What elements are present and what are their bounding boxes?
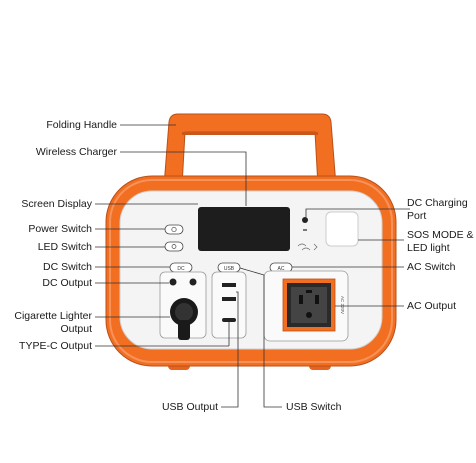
dc-output-port-2 — [189, 278, 197, 286]
usb-button-label: USB — [224, 266, 235, 272]
label-dc-switch: DC Switch — [42, 261, 92, 273]
leader-dc-charging-port — [305, 208, 410, 217]
label-usb-switch: USB Switch — [286, 401, 342, 413]
label-typec-output: TYPE-C Output — [19, 340, 92, 352]
bulb-icon — [171, 244, 177, 249]
dc-charging-port — [302, 217, 308, 223]
usb-a-port-1 — [222, 283, 236, 287]
cigarette-lighter-cap — [178, 320, 190, 340]
screen-display — [198, 207, 290, 251]
power-button[interactable] — [164, 224, 184, 235]
label-sos-mode: SOS MODE & LED light — [407, 229, 474, 254]
dc-output-port-1 — [169, 278, 177, 286]
usb-a-port-2 — [222, 297, 236, 301]
label-ac-output: AC Output — [407, 300, 457, 312]
label-dc-output: DC Output — [42, 277, 92, 289]
label-power-switch: Power Switch — [28, 223, 92, 235]
leader-wireless-charger — [120, 151, 247, 206]
folding-handle — [163, 113, 337, 187]
led-button[interactable] — [164, 241, 184, 252]
leader-lines — [95, 124, 410, 408]
label-folding-handle: Folding Handle — [46, 119, 117, 131]
label-usb-output: USB Output — [161, 401, 218, 413]
label-dc-charging-port: DC Charging Port — [407, 197, 468, 222]
ac-voltage-label: AC 220V — [340, 296, 345, 314]
dc-button-label: DC — [177, 266, 185, 272]
wave-icon — [297, 243, 311, 251]
sos-led-light — [325, 211, 359, 247]
label-screen-display: Screen Display — [21, 198, 92, 210]
leader-usb-output — [221, 291, 239, 408]
label-wireless-charger: Wireless Charger — [35, 146, 117, 158]
usb-c-port — [222, 318, 236, 322]
leader-usb-switch — [239, 267, 282, 408]
label-led-switch: LED Switch — [37, 241, 92, 253]
label-cigarette-lighter-output: Cigarette Lighter Output — [14, 310, 92, 335]
label-ac-switch: AC Switch — [407, 261, 456, 273]
ac-button-label: AC — [278, 266, 285, 272]
power-icon — [171, 226, 177, 233]
